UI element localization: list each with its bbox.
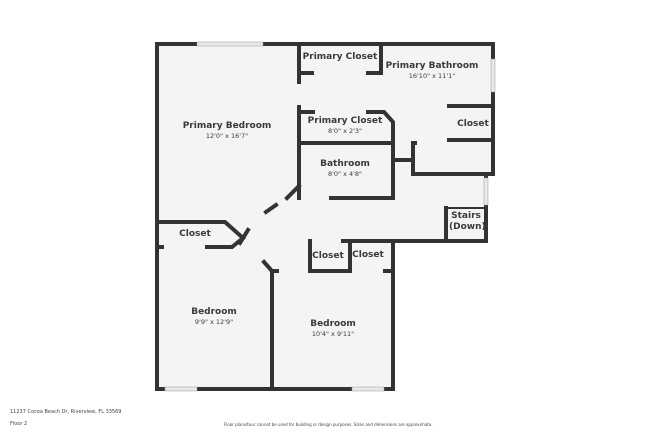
window: [196, 41, 264, 47]
room-stairs: Stairs (Down): [449, 211, 486, 233]
floor-area: [157, 44, 493, 389]
room-name: Bedroom: [191, 307, 237, 317]
room-name: Primary Closet: [302, 52, 378, 62]
floor-label: Floor 2: [10, 421, 28, 427]
room-name: Stairs (Down): [449, 211, 486, 232]
window: [490, 58, 496, 93]
room-closet-left: Closet: [179, 229, 211, 240]
disclaimer: Floor plans/tour cannot be used for buil…: [224, 422, 433, 427]
room-name: Primary Bedroom: [182, 121, 272, 131]
room-name: Closet: [179, 229, 211, 239]
window: [483, 177, 489, 206]
room-dims: 8'0" x 2'3": [327, 127, 363, 135]
room-name: Primary Bathroom: [385, 61, 479, 71]
room-name: Closet: [312, 251, 344, 261]
room-dims: 12'0" x 16'7": [205, 132, 249, 140]
room-dims: 8'0" x 4'8": [327, 170, 363, 178]
room-name: Bedroom: [310, 319, 356, 329]
room-name: Primary Closet: [307, 116, 383, 126]
room-primary-closet: Primary Closet: [303, 52, 378, 63]
room-name: Closet: [352, 250, 384, 260]
room-closet-right: Closet: [352, 250, 384, 261]
window: [351, 386, 385, 392]
room-dims: 10'4" x 9'11": [311, 330, 355, 338]
window: [164, 386, 198, 392]
room-dims: 16'10" x 11'1": [408, 72, 456, 80]
room-dims: 9'9" x 12'9": [194, 318, 234, 326]
address: 11237 Cocoa Beach Dr, Riverview, FL 3356…: [10, 409, 122, 415]
room-closet-bath: Closet: [457, 119, 489, 130]
windows: [164, 41, 496, 392]
room-name: Closet: [457, 119, 489, 129]
room-closet-mid: Closet: [312, 251, 344, 262]
room-name: Bathroom: [320, 159, 370, 169]
walls: [155, 42, 495, 391]
